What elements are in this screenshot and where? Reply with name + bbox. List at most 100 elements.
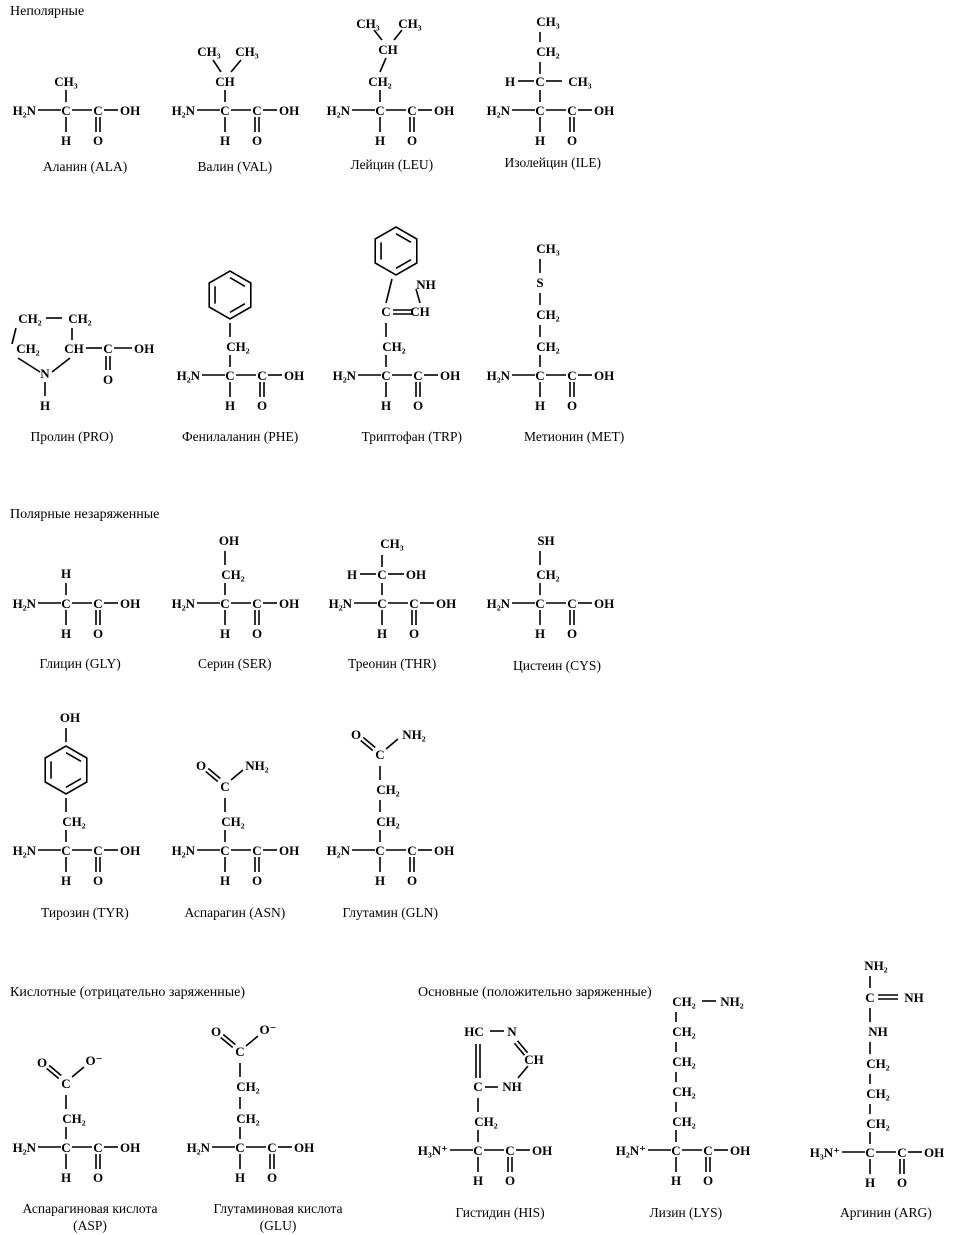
amine-group: H₃N⁺ [418, 1143, 448, 1158]
alpha-hydrogen: H [375, 133, 385, 148]
carbonyl-oxygen: O [703, 1173, 713, 1188]
caption-pro: Пролин (PRO) [31, 428, 114, 445]
caption-arg: Аргинин (ARG) [840, 1204, 932, 1221]
alpha-hydrogen: H [220, 133, 230, 148]
hydroxyl-group: OH [284, 368, 304, 383]
hydroxyl-group: OH [219, 533, 239, 548]
guanidino-carbon: C [865, 990, 874, 1005]
methylene-group: CH₂ [368, 74, 392, 89]
methylene-group: CH₂ [672, 1084, 696, 1099]
caption-glu: Глутаминовая кислота(GLU) [214, 1200, 343, 1234]
amine-group: H₂N [172, 103, 196, 118]
amine-group: H₂N [187, 1140, 211, 1155]
beta-hydrogen: H [347, 567, 357, 582]
carboxyl-carbon: C [267, 1140, 276, 1155]
bond-line [207, 767, 221, 780]
amino-acid-name: Аланин (ALA) [43, 159, 128, 174]
bond-line [415, 288, 421, 304]
carboxyl-carbon: C [252, 843, 261, 858]
imidazole-c2: CH [524, 1052, 544, 1067]
bond-line [362, 736, 376, 749]
carboxyl-carbon: C [93, 843, 102, 858]
bond-line [46, 1067, 60, 1080]
amine-group: H₂N [13, 103, 37, 118]
alpha-hydrogen: H [375, 873, 385, 888]
amino-acid-abbr: (ASP) [73, 1218, 107, 1233]
hydroxyl-group: OH [60, 710, 80, 725]
bond-line [230, 769, 244, 781]
alpha-hydrogen: H [225, 398, 235, 413]
amide-oxygen: O [196, 758, 206, 773]
amino-acid-name: Триптофан (TRP) [361, 429, 463, 444]
alpha-carbon: C [61, 596, 70, 611]
methyl-group: CH₃ [54, 74, 78, 89]
amino-acid-name: Метионин (MET) [524, 429, 625, 444]
hydroxyl-group: OH [120, 843, 140, 858]
carbonyl-oxygen: O [407, 873, 417, 888]
hydroxyl-group: OH [406, 567, 426, 582]
amide-nitrogen: NH₂ [245, 758, 269, 773]
alpha-hydrogen: H [535, 398, 545, 413]
alpha-carbon: C [225, 368, 234, 383]
carboxylate-anion-oxygen: O⁻ [86, 1053, 103, 1068]
amine-group: H₂N⁺ [616, 1143, 646, 1158]
alpha-carbon: C [61, 843, 70, 858]
amino-acid-name: Аспарагиновая кислота [22, 1201, 158, 1216]
hydroxyl-group: OH [134, 341, 154, 356]
amine-hydrogen: H [40, 398, 50, 413]
bond-line [395, 258, 412, 269]
hydroxyl-group: OH [594, 103, 614, 118]
methylene-group: CH₂ [221, 814, 245, 829]
alpha-carbon: C [535, 368, 544, 383]
alpha-carbon: C [865, 1145, 874, 1160]
carboxyl-carbon: C [567, 103, 576, 118]
carboxyl-carbon: C [252, 596, 261, 611]
bond-line [48, 1064, 62, 1077]
heading-polar-uncharged: Полярные незаряженные [10, 507, 160, 522]
alpha-hydrogen: H [671, 1173, 681, 1188]
hydroxyl-group: OH [434, 103, 454, 118]
alpha-carbon: C [235, 1140, 244, 1155]
methyl-group: CH₃ [536, 241, 560, 256]
bond-line [65, 752, 82, 763]
carboxyl-carbon: C [897, 1145, 906, 1160]
carbonyl-oxygen: O [897, 1175, 907, 1190]
methylene-group: CH₂ [536, 567, 560, 582]
alpha-carbon: C [381, 368, 390, 383]
amino-acid-name: Аспарагин (ASN) [184, 905, 286, 920]
hydroxyl-group: OH [594, 368, 614, 383]
carboxyl-carbon: C [407, 103, 416, 118]
amino-acid-name: Аргинин (ARG) [840, 1205, 932, 1220]
amine-group: H₂N [172, 596, 196, 611]
methylene-group: CH₂ [16, 341, 40, 356]
carboxyl-carbon: C [567, 368, 576, 383]
caption-thr: Треонин (THR) [348, 655, 436, 672]
carboxyl-carbon: C [103, 341, 112, 356]
bond-line [516, 1040, 529, 1054]
benzene-ring [44, 745, 88, 795]
carbonyl-oxygen: O [413, 398, 423, 413]
alpha-carbon: C [61, 103, 70, 118]
bond-line [17, 357, 41, 373]
bond-line [360, 739, 374, 752]
methylene-group: CH₂ [474, 1114, 498, 1129]
bond-line [65, 777, 82, 788]
amine-group: H₂N [487, 596, 511, 611]
benzene-ring [374, 226, 418, 276]
caption-gln: Глутамин (GLN) [343, 904, 438, 921]
carbonyl-oxygen: O [93, 626, 103, 641]
amino-acid-name: Цистеин (CYS) [513, 658, 601, 673]
indole-nitrogen: NH [416, 277, 436, 292]
methylene-group: CH₂ [376, 782, 400, 797]
alpha-hydrogen: H [535, 133, 545, 148]
alpha-hydrogen: H [220, 626, 230, 641]
hydroxyl-group: OH [279, 596, 299, 611]
